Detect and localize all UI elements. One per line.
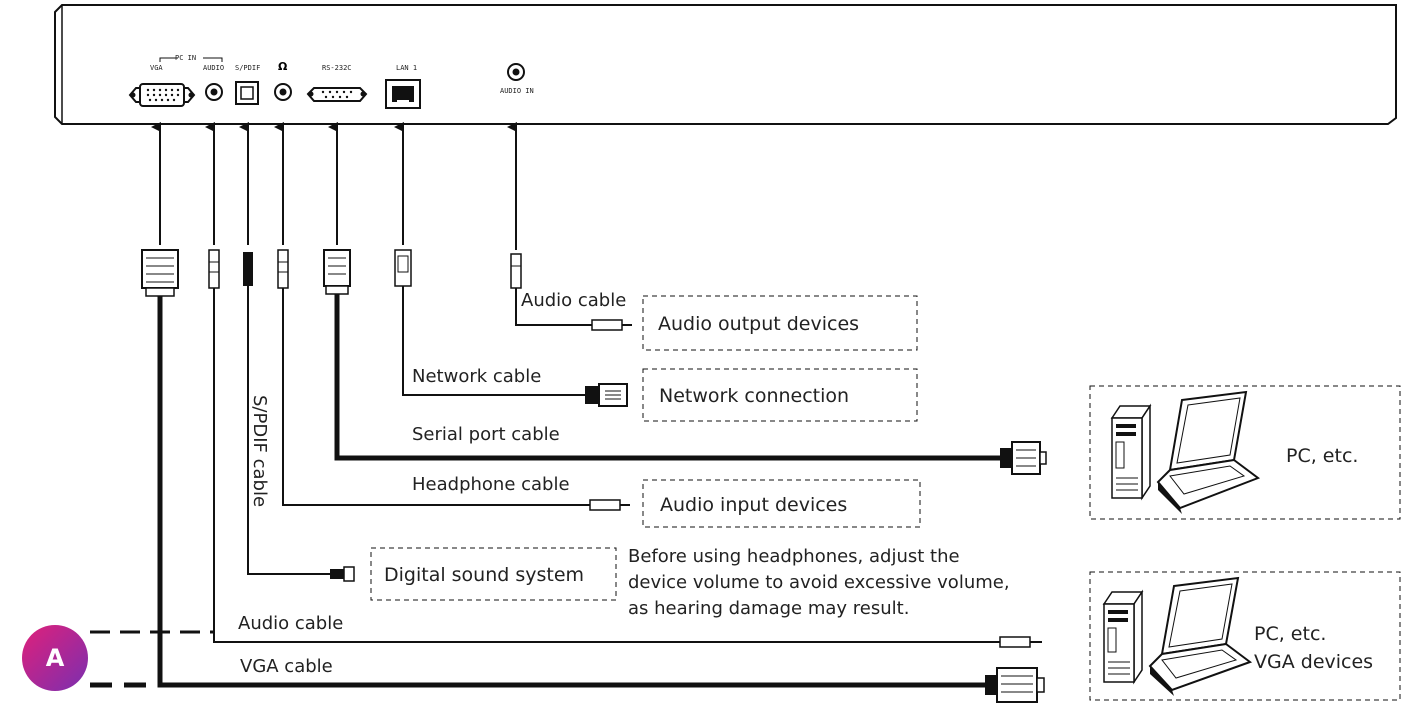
headphone-end-plug-icon [589,499,630,511]
pc-box-top: PC, etc. [1089,385,1401,520]
pc-tower-icon [1110,403,1152,501]
headphone-cable-label: Headphone cable [412,474,570,495]
badge-a: A [22,625,88,691]
spdif-end-plug-icon [330,566,355,582]
pc-bottom-label-line2: VGA devices [1254,651,1373,673]
digital-sound-system-label: Digital sound system [384,564,584,586]
lan1-port-label: LAN 1 [396,64,417,72]
audio-output-devices-box: Audio output devices [642,295,918,351]
audio-jack-port [205,83,223,101]
cables [90,286,1000,688]
serial-end-plug-icon [1000,441,1047,475]
spdif-port-label: S/PDIF [235,64,260,72]
audio-in-port-label: AUDIO IN [500,87,534,95]
note-line-1: Before using headphones, adjust the [628,546,960,567]
serial-port-cable-label: Serial port cable [412,424,560,445]
network-cable-label: Network cable [412,366,541,387]
connection-arrows [151,122,517,250]
pc-box-bottom: PC, etc. VGA devices [1089,571,1401,701]
audio-plug-icon [208,249,220,289]
vga-plug-icon [141,249,179,297]
pc-in-label: PC IN [175,54,196,62]
audio-in-jack-port [507,63,525,81]
vga-cable-label: VGA cable [240,656,333,677]
audio-cable-bottom-label: Audio cable [238,613,343,634]
digital-sound-system-box: Digital sound system [370,547,617,601]
audio-input-devices-label: Audio input devices [660,494,847,516]
vga-port [128,83,196,107]
warning-note: Before using headphones, adjust the devi… [628,546,1010,619]
network-plug-icon [394,249,412,287]
spdif-cable-label: S/PDIF cable [249,395,270,507]
audio-port-label: AUDIO [203,64,224,72]
audio-end-plug-icon [999,636,1042,648]
headphone-plug-icon [277,249,289,289]
note-line-3: as hearing damage may result. [628,598,909,619]
lan-port [385,79,421,109]
badge-label: A [45,644,65,672]
pc-tower-icon [1102,589,1144,685]
network-end-plug-icon [585,383,628,407]
pc-top-label: PC, etc. [1286,445,1358,467]
spdif-port [235,81,259,105]
rs232c-port-label: RS-232C [322,64,352,72]
network-connection-box: Network connection [642,368,918,422]
audio-cable-top-label: Audio cable [521,290,626,311]
audio-input-devices-box: Audio input devices [642,479,921,528]
vga-port-label: VGA [150,64,163,72]
rs232c-port [306,87,368,102]
audio-in-plug-icon [510,253,522,289]
pc-bottom-label-line1: PC, etc. [1254,623,1326,645]
laptop-icon [1148,576,1253,696]
headphone-port-label: Ω [278,60,288,73]
audio-output-devices-label: Audio output devices [658,313,859,335]
laptop-icon [1156,390,1261,514]
audio-out-end-plug-icon [591,319,632,331]
vga-end-plug-icon [985,667,1045,703]
serial-plug-icon [323,249,351,295]
spdif-plug-icon [243,252,253,286]
network-connection-label: Network connection [659,385,849,407]
note-line-2: device volume to avoid excessive volume, [628,572,1010,593]
headphone-jack-port [274,83,292,101]
